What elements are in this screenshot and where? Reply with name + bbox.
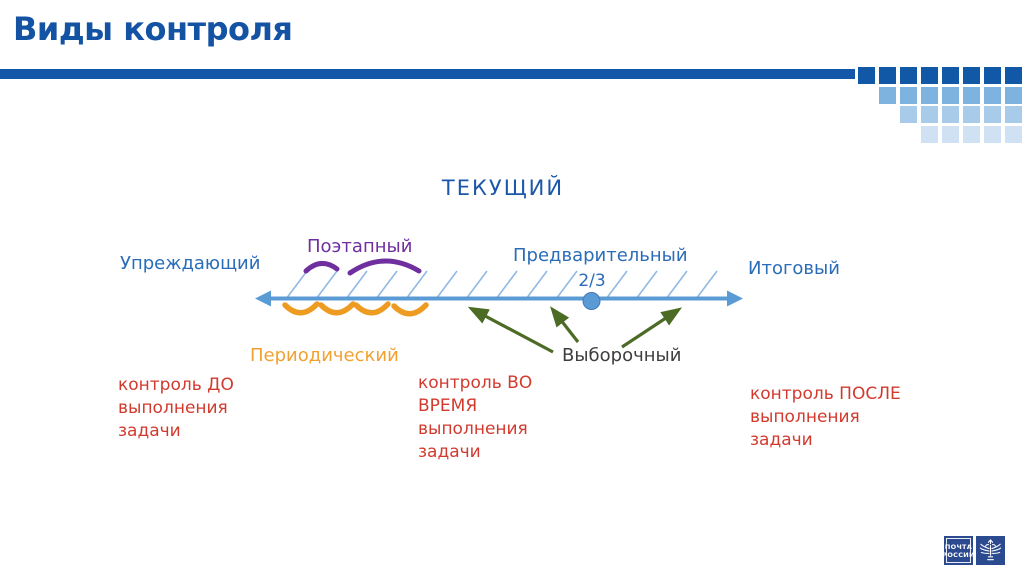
decorative-square [984,67,1001,84]
decorative-square [900,106,917,123]
decorative-square [900,67,917,84]
decorative-square [858,67,875,84]
decorative-square [1005,125,1022,143]
label-staged-control: Поэтапный [307,236,413,257]
decorative-square [900,86,917,104]
note-line: контроль ПОСЛЕ [750,384,901,404]
note-line: контроль ВО [418,373,533,393]
decorative-square [942,67,959,84]
decorative-square [921,86,938,104]
decorative-square [921,125,938,143]
decorative-square [963,86,980,104]
label-periodic-control: Периодический [250,345,399,366]
periodic-arcs [282,301,429,317]
russian-post-logo: ПОЧТА РОССИИ [942,536,1005,565]
note-line: ВРЕМЯ [418,396,478,416]
decorative-square [942,86,959,104]
axis-right-arrowhead [727,290,743,307]
note-line: задачи [750,430,813,450]
label-two-thirds-fraction: 2/3 [578,271,606,291]
logo-wordmark-line1: ПОЧТА [944,542,973,551]
logo-wordmark-frame: ПОЧТА РОССИИ [942,538,974,563]
note-line: выполнения [750,407,860,427]
decorative-square [921,106,938,123]
note-line: выполнения [118,398,228,418]
decorative-square [963,106,980,123]
double-eagle-icon [979,539,1002,561]
decorative-square [984,86,1001,104]
decorative-square [984,125,1001,143]
title-underline-bar [0,69,855,79]
page-title: Виды контроля [13,10,293,48]
decorative-square [879,67,896,84]
decorative-square [879,86,896,104]
axis-left-arrowhead [255,290,271,307]
note-line: выполнения [418,419,528,439]
note-line: задачи [418,442,481,462]
decorative-squares [858,67,1024,147]
decorative-square [1005,86,1022,104]
hatch-marks [285,270,718,300]
decorative-square [921,67,938,84]
decorative-square [963,125,980,143]
label-preliminary-control: Предварительный [513,245,688,266]
staged-arcs [303,258,422,276]
logo-emblem-tile [976,536,1005,565]
label-final-control: Итоговый [748,258,840,279]
diagram-heading: ТЕКУЩИЙ [441,176,565,200]
logo-wordmark-line2: РОССИИ [942,550,975,559]
note-control-before-task: контроль ДО выполнения задачи [118,374,234,443]
note-line: задачи [118,421,181,441]
note-control-after-task: контроль ПОСЛЕ выполнения задачи [750,383,901,452]
logo-wordmark-tile: ПОЧТА РОССИИ [942,536,974,565]
timeline-axis [255,290,743,307]
decorative-square [984,106,1001,123]
decorative-square [1005,106,1022,123]
note-line: контроль ДО [118,375,234,395]
note-control-during-task: контроль ВО ВРЕМЯ выполнения задачи [418,372,532,464]
decorative-square [1005,67,1022,84]
decorative-square [963,67,980,84]
label-selective-control: Выборочный [562,345,682,366]
decorative-square [942,106,959,123]
milestone-dot [582,292,601,310]
label-preemptive-control: Упреждающий [120,253,261,274]
decorative-square [942,125,959,143]
